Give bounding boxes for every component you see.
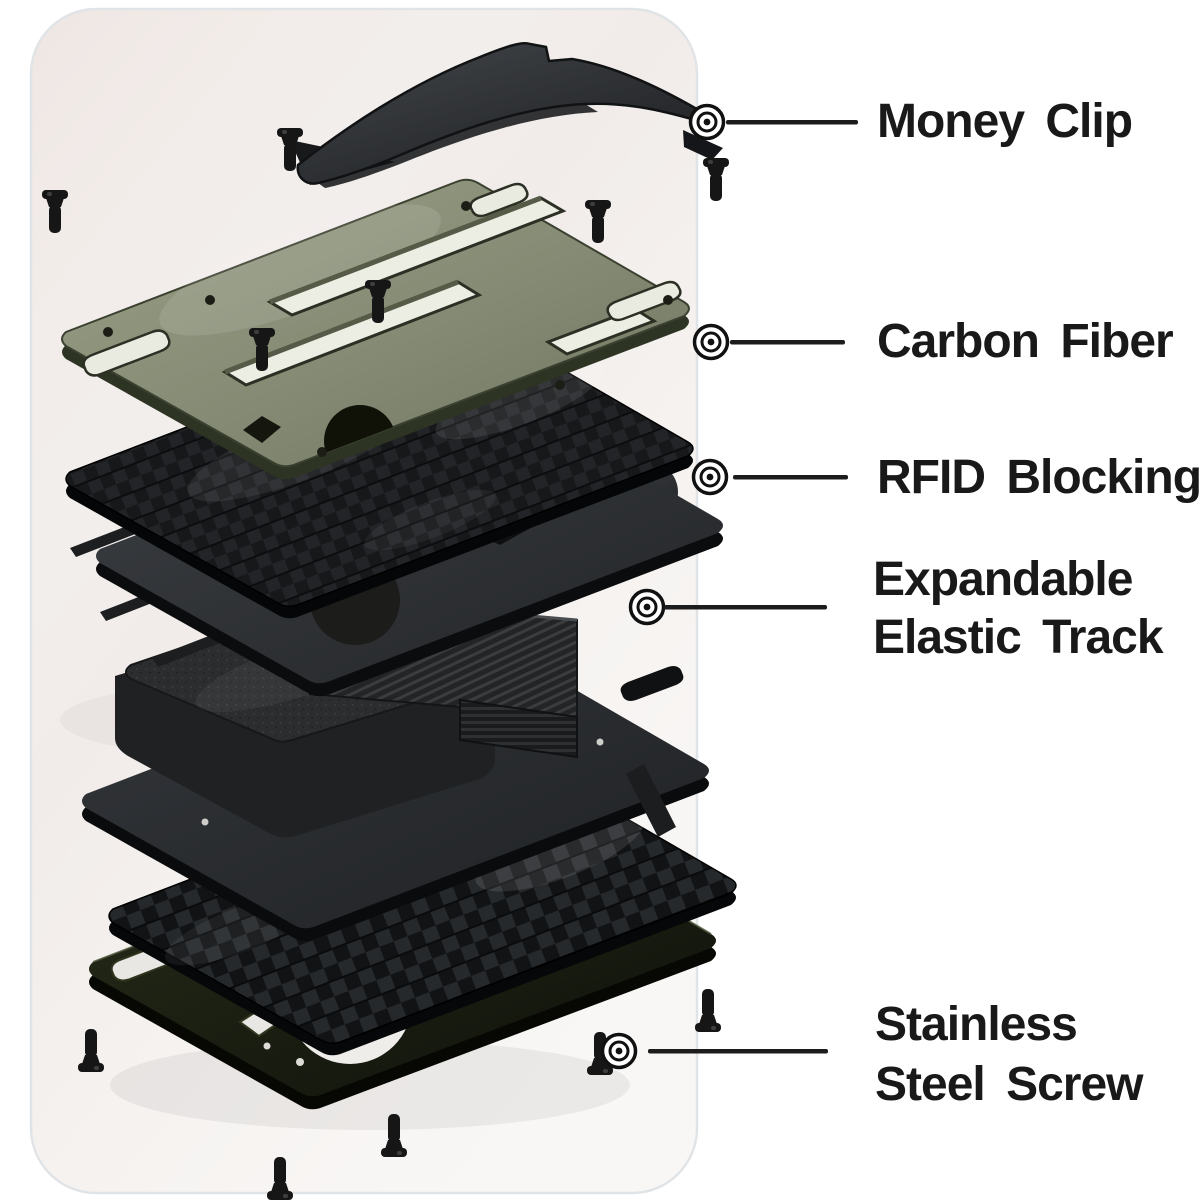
green-plate-screw-holes [103, 201, 673, 457]
label-line: Carbon Fiber [877, 315, 1174, 368]
side-rail [626, 764, 676, 837]
callout-label-carbon-fiber: Carbon Fiber [877, 314, 1174, 370]
clip-mount-plate [61, 178, 690, 480]
target-marker-icon-rfid-blocking [691, 458, 729, 496]
leader-lines [648, 120, 858, 1054]
label-line: Expandable [873, 553, 1133, 606]
label-line: Money Clip [877, 95, 1133, 148]
label-line: RFID Blocking [877, 451, 1200, 504]
callout-label-stainless-steel-screw: Stainless Steel Screw [875, 995, 1143, 1115]
label-line: Steel Screw [875, 1058, 1143, 1111]
target-marker-icon-elastic-track [628, 588, 666, 626]
card-edge [29, 7, 699, 1195]
green-plate-diamond-hole [243, 416, 281, 443]
callout-label-rfid-blocking: RFID Blocking [877, 450, 1200, 506]
target-marker-icon-money-clip [688, 103, 726, 141]
callout-label-money-clip: Money Clip [877, 94, 1133, 150]
target-marker-icon-steel-screw [600, 1032, 638, 1070]
target-marker-icon-carbon-fiber [692, 323, 730, 361]
callout-label-expandable-elastic-track: Expandable Elastic Track [873, 551, 1164, 667]
label-line: Stainless [875, 998, 1078, 1051]
label-line: Elastic Track [873, 611, 1164, 664]
money-clip [290, 42, 723, 188]
green-plate-slots [221, 196, 658, 387]
